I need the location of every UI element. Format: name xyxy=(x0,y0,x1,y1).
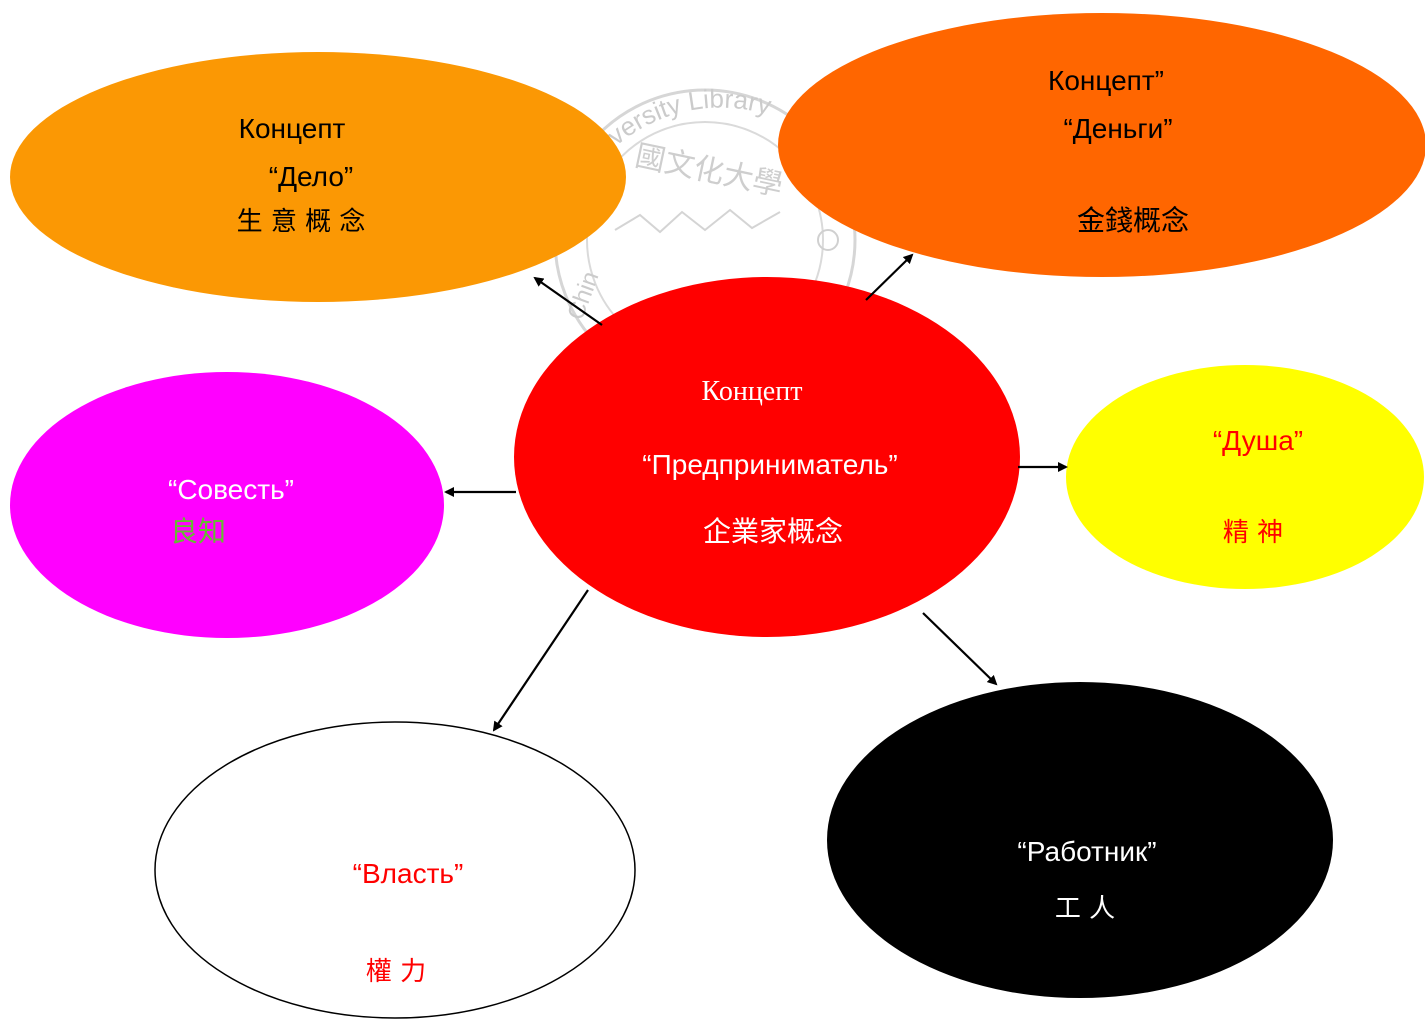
arrow-to-money xyxy=(865,253,914,301)
power-line1: “Власть” xyxy=(353,858,464,889)
business-line3: 生 意 概 念 xyxy=(237,207,366,237)
soul-line1: “Душа” xyxy=(1213,425,1303,456)
entrepreneur-line3: 企業家概念 xyxy=(703,515,843,548)
money-line1: Концепт” xyxy=(1048,65,1164,96)
watermark-side-text: Chin xyxy=(562,268,604,324)
node-conscience-ellipse xyxy=(10,372,444,638)
arrow-to-worker xyxy=(922,612,998,686)
entrepreneur-line1: Концепт xyxy=(702,376,803,407)
node-soul-ellipse xyxy=(1066,365,1424,589)
business-line1: Концепт xyxy=(239,113,346,144)
entrepreneur-line2: “Предприниматель” xyxy=(642,449,897,480)
arrows xyxy=(444,253,1068,732)
money-line2: “Деньги” xyxy=(1063,113,1172,144)
business-line2: “Дело” xyxy=(269,161,353,192)
money-line3: 金錢概念 xyxy=(1077,204,1189,237)
power-line2: 權 力 xyxy=(366,957,426,987)
watermark-inner-text: 國文化大學 xyxy=(632,138,786,203)
soul-line2: 精 神 xyxy=(1223,518,1283,548)
arrow-to-power xyxy=(492,589,589,732)
worker-line1: “Работник” xyxy=(1017,836,1156,867)
node-power-ellipse xyxy=(154,721,636,1019)
conscience-line2: 良知 xyxy=(170,515,226,548)
node-entrepreneur-ellipse xyxy=(514,277,1020,637)
conscience-line1: “Совесть” xyxy=(168,474,294,505)
worker-line2: 工 人 xyxy=(1055,894,1115,924)
arrow-to-business xyxy=(533,276,603,326)
node-business-ellipse xyxy=(10,52,626,302)
node-worker-ellipse xyxy=(827,682,1333,998)
node-money-ellipse xyxy=(778,13,1425,277)
